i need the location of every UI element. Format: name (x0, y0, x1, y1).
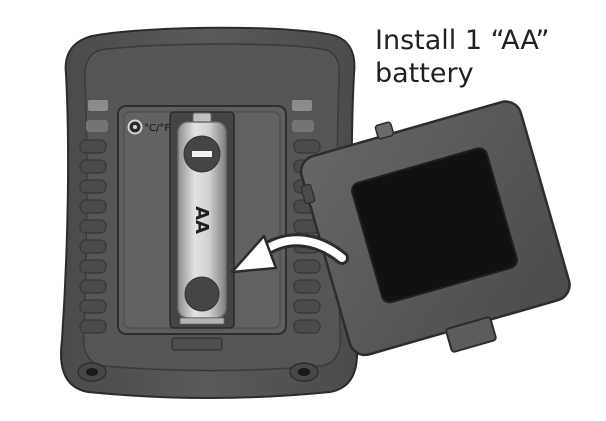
install-instruction: Install 1 “AA” battery (375, 24, 600, 90)
cover-window (351, 147, 518, 304)
left-grip-ridges (79, 100, 108, 334)
unit-switch[interactable]: °C/°F (127, 119, 171, 135)
battery-positive-terminal (184, 276, 220, 312)
cover-tab (445, 316, 497, 353)
screw-hole-right (289, 362, 319, 382)
battery-cover[interactable] (290, 86, 579, 380)
minus-icon (192, 151, 212, 157)
battery-label: AA (191, 206, 212, 234)
unit-switch-label: °C/°F (144, 123, 170, 134)
bottom-latch-notch (171, 337, 223, 351)
instruction-line-2: battery (375, 58, 474, 89)
aa-battery: AA (169, 111, 235, 329)
screw-hole-icon (77, 362, 107, 382)
instruction-line-1: Install 1 “AA” (375, 25, 550, 56)
curved-arrow-icon (230, 233, 349, 274)
